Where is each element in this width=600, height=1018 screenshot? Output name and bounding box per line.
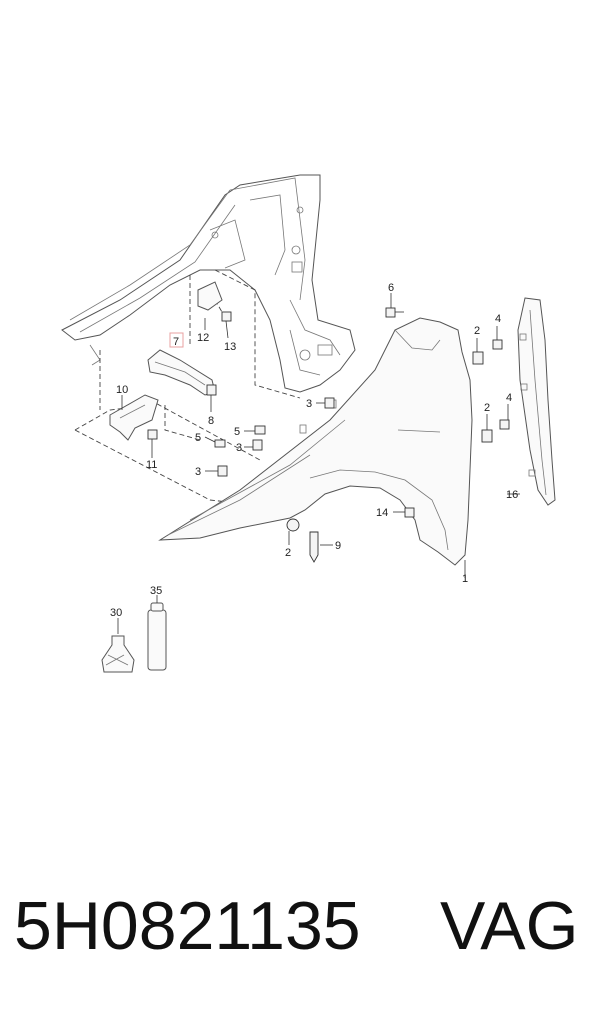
fender-bracket [147,349,216,396]
callout-3: 3 [195,466,201,478]
brand-label: VAG [440,888,579,964]
upper-bracket [197,281,223,311]
callout-4: 4 [506,392,512,404]
callout-12: 12 [197,332,209,344]
callout-7-highlight [169,332,184,348]
callout-labels: 1 2 2 2 3 3 3 4 4 5 5 6 7 8 9 10 11 12 1… [110,282,518,619]
callout-1: 1 [462,573,468,585]
front-fender [158,317,473,566]
callout-11: 11 [146,459,157,471]
callout-3: 3 [306,398,312,410]
support-bracket [109,394,159,441]
fender-seal-strip [517,297,556,506]
leader-lines [117,293,520,634]
callout-30: 30 [110,607,122,619]
callout-9: 9 [335,540,341,552]
callout-16: 16 [506,489,518,501]
sealant-bottle [101,635,135,673]
body-structure [61,174,356,393]
part-number: 5H0821135 [14,888,361,964]
spray-can [147,602,167,671]
callout-10: 10 [116,384,128,396]
callout-8: 8 [208,415,214,427]
callout-3: 3 [236,442,242,454]
callout-35: 35 [150,585,162,597]
callout-4: 4 [495,313,501,325]
callout-7: 7 [173,336,179,348]
callout-14: 14 [376,507,388,519]
fasteners [147,307,510,563]
callout-2: 2 [285,547,291,559]
callout-5: 5 [234,426,240,438]
callout-6: 6 [388,282,394,294]
callout-2: 2 [484,402,490,414]
callout-2: 2 [474,325,480,337]
callout-5: 5 [195,432,201,444]
callout-13: 13 [224,341,236,353]
